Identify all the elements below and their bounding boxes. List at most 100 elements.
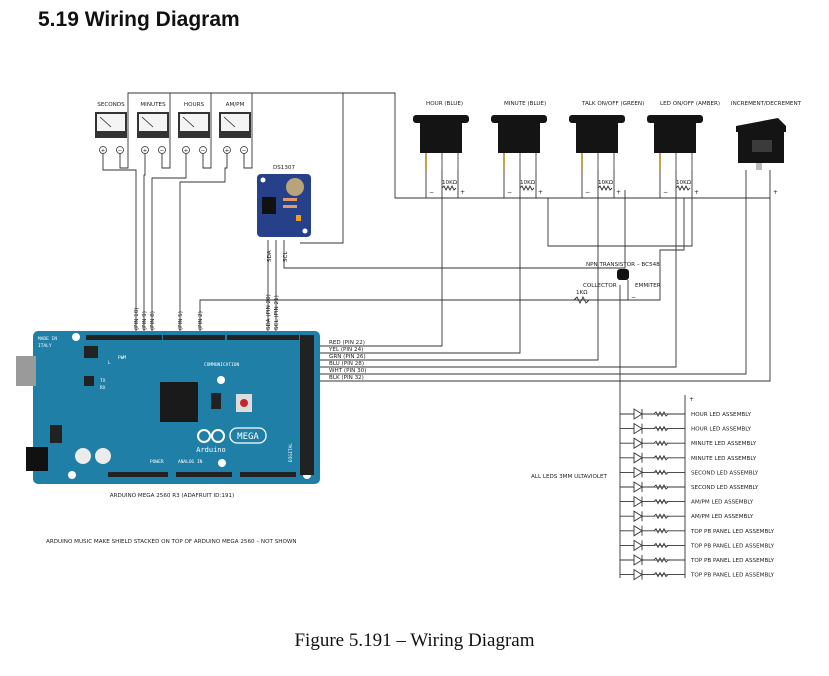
led-resistor-icon bbox=[653, 440, 669, 447]
rocker-plus: + bbox=[773, 189, 778, 196]
meter-plus-terminal bbox=[141, 146, 149, 154]
led-resistor-icon bbox=[653, 425, 669, 432]
mega-badge bbox=[229, 427, 267, 444]
led-diode-icon bbox=[633, 466, 643, 479]
led-diode-icon bbox=[633, 510, 643, 523]
led-diode-icon bbox=[633, 554, 643, 566]
meter-needle bbox=[141, 116, 154, 128]
led-row: TOP PB PANEL LED ASSEMBLY bbox=[620, 568, 775, 581]
coin-cell-holder bbox=[286, 178, 304, 196]
top-pin-label: (PIN 9) bbox=[142, 311, 148, 330]
meter-label: SECONDS bbox=[97, 102, 125, 108]
pushbutton-switch: MINUTE (BLUE)10KΩ−+ bbox=[491, 101, 547, 196]
led-assembly-label: TOP PB PANEL LED ASSEMBLY bbox=[690, 573, 775, 579]
digital-label: DIGITAL bbox=[288, 443, 294, 462]
led-row: SECOND LED ASSEMBLY bbox=[620, 466, 759, 479]
wire-sw3 bbox=[318, 170, 599, 361]
usb-chip bbox=[84, 376, 94, 386]
arduino-logo-left bbox=[197, 429, 211, 443]
meter-minus-sign: − bbox=[160, 148, 165, 154]
side-pin-labels: RED (PIN 22)YEL (PIN 24)GRN (PIN 26)BLU … bbox=[328, 340, 366, 381]
meter-plus-terminal bbox=[99, 146, 107, 154]
header-comm bbox=[163, 335, 225, 340]
communication-label: COMMUNICATION bbox=[204, 362, 240, 368]
wire-sw1 bbox=[318, 170, 443, 347]
resistor-1k-label: 1KΩ bbox=[576, 290, 588, 296]
side-pin-label: YEL (PIN 24) bbox=[328, 347, 363, 353]
meter-face bbox=[139, 114, 167, 131]
power-label: POWER bbox=[150, 459, 164, 465]
minus-sign: − bbox=[429, 189, 434, 196]
rtc-chip bbox=[262, 197, 276, 214]
meter-minus-terminal bbox=[240, 146, 248, 154]
switch-body bbox=[420, 121, 462, 153]
top-pin-label: (PIN 8) bbox=[150, 311, 156, 330]
led-row: AM/PM LED ASSEMBLY bbox=[620, 510, 754, 523]
meter-face bbox=[180, 114, 208, 131]
header-pwm bbox=[86, 335, 162, 340]
wire-rocker bbox=[318, 170, 747, 375]
reset-button-cap bbox=[240, 399, 248, 407]
pushbutton-switch: TALK ON/OFF (GREEN)10KΩ−+ bbox=[569, 101, 644, 196]
header-analog-2 bbox=[240, 472, 296, 477]
mount-hole bbox=[68, 471, 76, 479]
page-title: 5.19 Wiring Diagram bbox=[38, 8, 240, 31]
wire-sw2 bbox=[318, 170, 521, 354]
meter-minus-terminal bbox=[199, 146, 207, 154]
figure-caption: Figure 5.191 – Wiring Diagram bbox=[294, 630, 535, 651]
header-digital-top bbox=[227, 335, 299, 340]
icsp-header-2 bbox=[211, 393, 221, 409]
ds1307-module: DS1307 SDA SCL bbox=[257, 165, 311, 262]
switch-pin bbox=[675, 153, 677, 170]
led-resistor-icon bbox=[653, 527, 669, 534]
rocker-terminal bbox=[756, 163, 762, 170]
switch-pin bbox=[691, 153, 693, 170]
made-in-text: MADE IN bbox=[38, 336, 57, 342]
led-assembly-label: TOP PB PANEL LED ASSEMBLY bbox=[690, 558, 775, 564]
pushbutton-switch: HOUR (BLUE)10KΩ−+ bbox=[413, 101, 469, 196]
switch-pin bbox=[597, 153, 599, 170]
resistor bbox=[283, 205, 297, 208]
led-assembly-label: MINUTE LED ASSEMBLY bbox=[691, 441, 757, 447]
wire-top-bus bbox=[343, 92, 770, 199]
led-assembly-label: HOUR LED ASSEMBLY bbox=[691, 427, 752, 433]
switch-pin bbox=[457, 153, 459, 170]
meter-plus-sign: + bbox=[225, 148, 230, 154]
mount-hole bbox=[260, 177, 266, 183]
mount-hole bbox=[72, 333, 80, 341]
led-row: AM/PM LED ASSEMBLY bbox=[620, 495, 754, 508]
meter-minus-sign: − bbox=[118, 148, 123, 154]
wire-rocker-2 bbox=[318, 170, 771, 382]
transistor-label: NPN TRANSISTOR – BC548 bbox=[586, 262, 660, 268]
switch-pin bbox=[581, 153, 583, 170]
top-pin-label: (PIN 5) bbox=[178, 311, 184, 330]
arduino-mega: MEGA Arduino MADE IN ITALY COMMUNICATION… bbox=[16, 294, 366, 499]
led-note: ALL LEDS 3MM ULTAVIOLET bbox=[531, 474, 608, 480]
switch-label: LED ON/OFF (AMBER) bbox=[660, 101, 720, 107]
meter: SECONDS+− bbox=[95, 102, 127, 154]
meter-label: HOURS bbox=[184, 102, 205, 108]
mount-hole bbox=[218, 459, 226, 467]
analog-label: ANALOG IN bbox=[178, 459, 203, 465]
meter-needle bbox=[182, 116, 195, 128]
led-diode-icon bbox=[633, 481, 643, 493]
arduino-logo-right bbox=[211, 429, 225, 443]
switches: HOUR (BLUE)10KΩ−+ MINUTE (BLUE)10KΩ−+ TALK… bbox=[413, 101, 720, 196]
mcu-chip bbox=[160, 382, 198, 422]
rocker-switch: INCREMENT/DECREMENT + bbox=[731, 101, 802, 196]
resistor-icon bbox=[441, 184, 457, 192]
brand-text: Arduino bbox=[196, 446, 226, 454]
rocker-label: INCREMENT/DECREMENT bbox=[731, 101, 802, 107]
led-diode-icon bbox=[633, 437, 643, 450]
power-jack bbox=[26, 447, 48, 471]
top-pin-label: (PIN 10) bbox=[134, 308, 140, 330]
header-digital-side bbox=[300, 335, 314, 475]
led-resistor-icon bbox=[653, 498, 669, 505]
switch-label: TALK ON/OFF (GREEN) bbox=[581, 101, 644, 107]
wire-minutes-minus bbox=[161, 93, 171, 169]
resistor-1k-icon bbox=[573, 295, 590, 305]
meters: SECONDS+−MINUTES+−HOURS+−AM/PM+− bbox=[95, 102, 251, 154]
collector-label: COLLECTOR bbox=[583, 283, 617, 289]
meter-face bbox=[221, 114, 249, 131]
